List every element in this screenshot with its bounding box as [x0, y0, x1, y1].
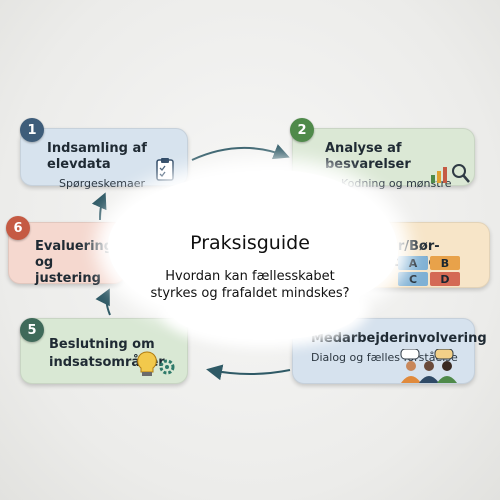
bar-chart-magnifier-icon [431, 164, 470, 183]
lightbulb-gear-icon [137, 351, 175, 376]
clipboard-icon [156, 158, 174, 181]
step-1-title: Indsamling af elevdata [47, 141, 147, 172]
arrow-5-to-6 [95, 288, 111, 316]
step-5-title-line2: indsatsområder [49, 355, 165, 370]
step-2-number: 2 [290, 118, 314, 142]
step-5-card: Beslutning om indsatsområder [20, 318, 188, 384]
step-2-title: Analyse af besvarelser [325, 141, 411, 172]
matrix-c: C [398, 272, 428, 286]
center-question-line2: styrkes og frafaldet mindskes? [150, 286, 350, 301]
step-1-number: 1 [20, 118, 44, 142]
arrow-1-to-2 [191, 144, 290, 161]
step-5-title-line1: Beslutning om [49, 337, 155, 352]
matrix-b: B [430, 256, 460, 270]
matrix-a: A [398, 256, 428, 270]
step-1-subtitle: Spørgeskemaer [59, 177, 145, 190]
people-dialog-icon [400, 349, 457, 383]
center-highlight-tail [170, 280, 360, 340]
center-question: Hvordan kan fællesskabet styrkes og fraf… [130, 268, 370, 302]
abcd-matrix: A B C D [398, 256, 460, 286]
step-6-title-line2: og justering [35, 255, 101, 286]
step-4-subtitle: Dialog og fælles forståelse [311, 351, 458, 364]
step-4-title: Medarbejderinvolvering [311, 331, 487, 346]
step-5-number: 5 [20, 318, 44, 342]
center-title: Praksisguide [190, 232, 310, 254]
step-2-subtitle: Kodning og mønstre [341, 177, 452, 190]
arrow-6-to-1 [91, 192, 107, 221]
arrow-4-to-5 [206, 364, 291, 381]
matrix-d: D [430, 272, 460, 286]
step-6-title-line1: Evaluering [35, 239, 114, 254]
step-1-card: Indsamling af elevdata Spørgeskemaer [20, 128, 188, 190]
step-6-number: 6 [6, 216, 30, 240]
center-question-line1: Hvordan kan fællesskabet [165, 269, 335, 284]
